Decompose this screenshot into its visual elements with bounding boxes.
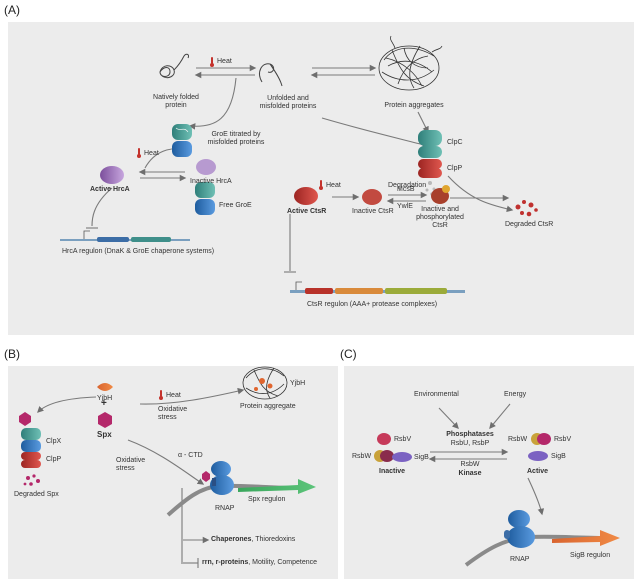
clpc-label: ClpC	[447, 139, 463, 146]
spx-regulon-arrow	[238, 479, 316, 494]
sigb-regulon-label: SigB regulon	[570, 552, 611, 559]
rnap-icon	[210, 461, 234, 495]
spx-label: Spx	[97, 430, 112, 439]
aggregates-label: Protein aggregates	[384, 102, 444, 109]
plus-sign: +	[101, 398, 107, 409]
rsbv-left-icon	[377, 433, 391, 445]
inactive-ctsr-label: Inactive CtsR	[352, 208, 394, 215]
yjbh-icon	[97, 383, 113, 391]
panel-b-background	[8, 366, 338, 579]
panel-a-label: (A)	[4, 3, 20, 17]
alpha-ctd-label: α - CTD	[178, 452, 203, 459]
degraded-spx-icon	[23, 474, 40, 486]
inactive-ctsr-icon	[362, 189, 382, 205]
panel-c-label: (C)	[340, 347, 357, 361]
clpp-label: ClpP	[447, 165, 463, 172]
aggregate-icon	[242, 366, 288, 400]
inactive-hrca-label: Inactive HrcA	[190, 178, 232, 185]
kinase-label: Kinase	[458, 470, 482, 477]
thermometer-icon	[137, 57, 323, 400]
protein-coil-icon	[159, 53, 283, 87]
sigb-right-icon	[528, 451, 548, 461]
mcsb-label: McsB	[397, 186, 415, 193]
clpx-label: ClpX	[46, 438, 62, 445]
inactive-label: Inactive	[379, 468, 406, 475]
ctsr-regulon-label: CtsR regulon (AAA+ protease complexes)	[307, 301, 438, 308]
rsbv-right-label: RsbV	[554, 436, 572, 443]
clpx-clpp-icon	[21, 428, 41, 468]
rnap-icon	[507, 510, 535, 548]
hrca-regulon-label: HrcA regulon (DnaK & GroE chaperone syst…	[62, 248, 215, 255]
rnap-label-c: RNAP	[510, 556, 530, 563]
groe-chaperonin-icon	[172, 124, 192, 157]
rrn-label: rrn, r-proteins, Motility, Competence	[202, 559, 318, 566]
active-ctsr-label: Active CtsR	[287, 208, 327, 215]
degraded-ctsr-label: Degraded CtsR	[505, 221, 554, 228]
free-groe-label: Free GroE	[219, 202, 252, 209]
chaperones-label: Chaperones, Thioredoxins	[211, 536, 296, 543]
degraded-spx-label: Degraded Spx	[14, 491, 59, 498]
sigb-left-icon	[392, 452, 412, 462]
sigb-right-label: SigB	[551, 453, 566, 460]
energy-label: Energy	[504, 391, 527, 398]
active-ctsr-icon	[294, 187, 318, 205]
rsbv-left-label: RsbV	[394, 436, 412, 443]
yjbh-aggregate-label: YjbH	[290, 380, 306, 387]
rnap-label-b: RNAP	[215, 505, 235, 512]
sigb-regulon-arrow	[552, 530, 620, 546]
heat-label-2: Heat	[144, 150, 159, 157]
active-hrca-label: Active HrcA	[90, 186, 130, 193]
spx-icon	[98, 412, 112, 428]
heat-label-1: Heat	[217, 58, 232, 65]
aggregate-icon	[378, 35, 443, 91]
active-label: Active	[527, 468, 549, 475]
clpp-label-b: ClpP	[46, 456, 62, 463]
environmental-label: Environmental	[414, 391, 459, 398]
ywle-label: YwlE	[397, 203, 413, 210]
protein-aggregate-label: Protein aggregate	[240, 403, 296, 410]
spx-regulon-label: Spx regulon	[248, 496, 286, 503]
inactive-hrca-icon	[196, 159, 216, 175]
ctsr-gene-icon	[290, 281, 465, 294]
sigb-left-label: SigB	[414, 454, 429, 461]
dna-gene-icon	[60, 230, 190, 242]
rsbw-left-label: RsbW	[352, 453, 372, 460]
clp-protease-icon	[418, 130, 442, 178]
heat-label-b: Heat	[166, 392, 181, 399]
panel-c-background	[344, 366, 634, 579]
degradation-label: Degradation	[388, 182, 427, 189]
rsbw-kinase-label: RsbW	[460, 461, 480, 468]
active-hrca-icon	[100, 166, 124, 184]
rsbu-rsbp-label: RsbU, RsbP	[450, 440, 490, 447]
heat-label-3: Heat	[326, 182, 341, 189]
phosphatases-label: Phosphatases	[446, 431, 494, 438]
degraded-ctsr-icon	[515, 200, 538, 217]
yjbh-label: YjbH	[97, 395, 113, 402]
free-groe-icon	[195, 182, 215, 215]
rsbw-right-label: RsbW	[508, 436, 528, 443]
panel-b-label: (B)	[4, 347, 20, 361]
